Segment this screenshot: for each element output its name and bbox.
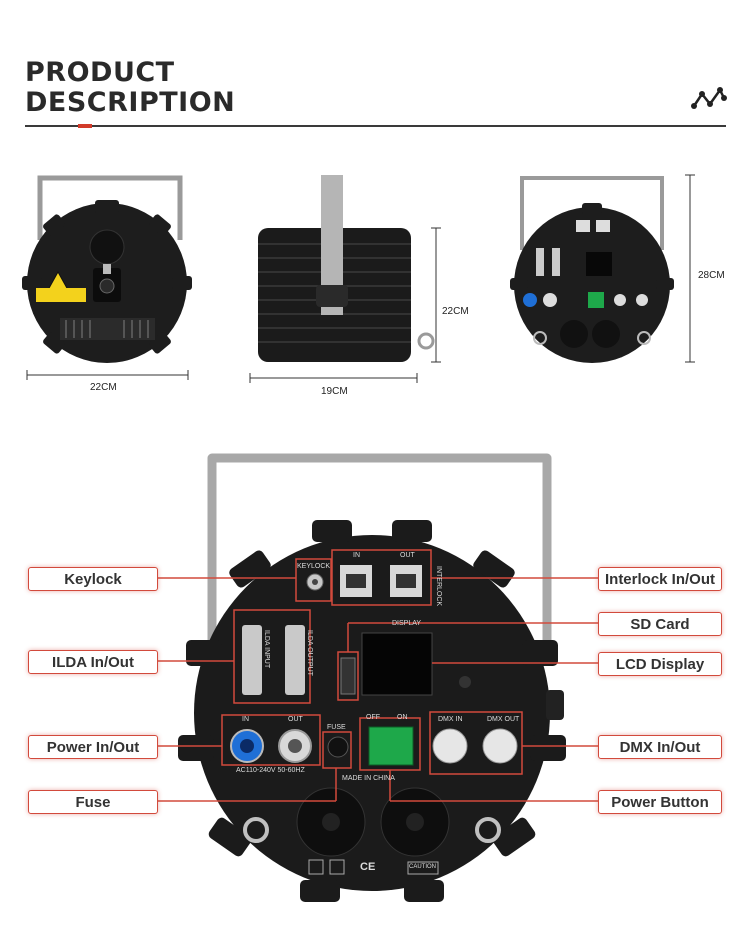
side-dimensions (249, 227, 441, 383)
panel-ilda-input-text: ILDA INPUT (263, 630, 270, 669)
side-height-label: 22CM (442, 306, 469, 317)
callout-lcd-display: LCD Display (598, 652, 722, 676)
back-panel-image (157, 453, 598, 902)
callout-sd-card: SD Card (598, 612, 722, 636)
callout-power-button: Power Button (598, 790, 722, 814)
back-height-label: 28CM (698, 270, 725, 281)
front-width-label: 22CM (90, 382, 117, 393)
front-width-dimension (26, 370, 189, 380)
callout-keylock: Keylock (28, 567, 158, 591)
title-line-1: PRODUCT (25, 57, 175, 88)
title-divider (25, 125, 726, 127)
panel-on-text: ON (397, 714, 408, 721)
back-view-image-small (510, 176, 674, 363)
panel-net-in-text: IN (353, 552, 360, 559)
callout-power-inout: Power In/Out (28, 735, 158, 759)
panel-made-in-text: MADE IN CHINA (342, 775, 395, 782)
panel-display-text: DISPLAY (392, 620, 422, 627)
callout-fuse: Fuse (28, 790, 158, 814)
panel-ilda-output-text: ILDA OUTPUT (306, 630, 313, 676)
panel-off-text: OFF (366, 714, 380, 721)
callout-dmx: DMX In/Out (598, 735, 722, 759)
back-height-dimension (685, 174, 695, 363)
title-line-2: DESCRIPTION (25, 87, 236, 118)
front-view-image (22, 175, 192, 363)
callout-ilda: ILDA In/Out (28, 650, 158, 674)
panel-ce-mark: CE (360, 861, 376, 873)
page-title: PRODUCT DESCRIPTION (25, 58, 235, 118)
panel-interlock-text: INTERLOCK (435, 566, 442, 607)
panel-dmx-out-text: DMX OUT (487, 716, 520, 723)
side-view-image (258, 175, 435, 362)
panel-power-out-text: OUT (288, 716, 303, 723)
side-length-label: 19CM (321, 386, 348, 397)
callout-interlock: Interlock In/Out (598, 567, 722, 591)
panel-dmx-in-text: DMX IN (438, 716, 463, 723)
node-graph-icon (691, 87, 727, 109)
panel-net-out-text: OUT (400, 552, 415, 559)
panel-caution-text: CAUTION (409, 864, 436, 870)
title-accent-bar (78, 124, 92, 128)
panel-power-in-text: IN (242, 716, 249, 723)
panel-voltage-text: AC110-240V 50-60HZ (236, 767, 305, 774)
panel-fuse-text: FUSE (327, 724, 346, 731)
panel-keylock-text: KEYLOCK (297, 563, 331, 570)
